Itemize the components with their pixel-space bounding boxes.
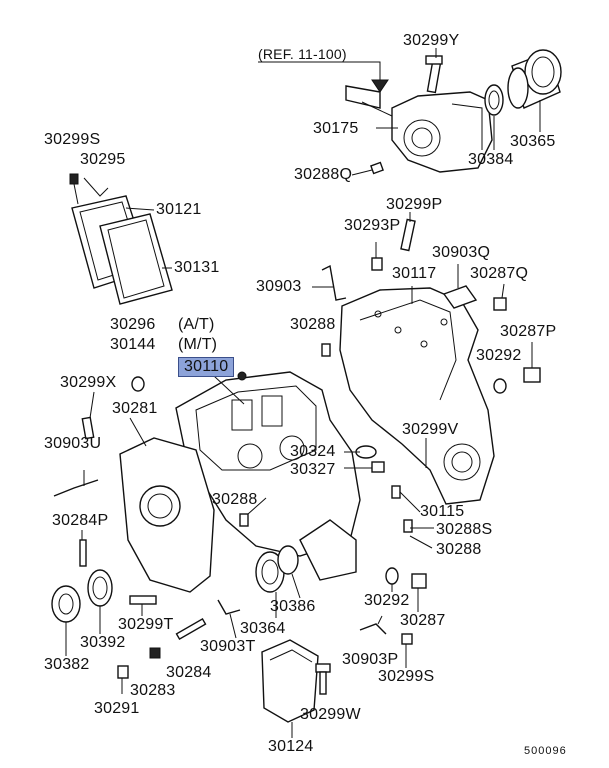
stud-30284 bbox=[175, 617, 207, 641]
plug-30287 bbox=[411, 573, 427, 612]
label-30291: 30291 bbox=[94, 700, 140, 717]
bolt-30299S-top bbox=[69, 173, 79, 205]
label-30384: 30384 bbox=[468, 151, 514, 168]
label-30110: 30110 bbox=[178, 357, 235, 377]
transfer-case-30117 bbox=[339, 286, 495, 505]
label-30287Q: 30287Q bbox=[470, 265, 529, 282]
clip-30293P bbox=[371, 242, 383, 271]
bracket-30903 bbox=[312, 264, 347, 301]
label-30292-low: 30292 bbox=[364, 592, 410, 609]
bracket-30903P bbox=[359, 615, 387, 635]
label-30386: 30386 bbox=[270, 598, 316, 615]
clip-30295 bbox=[83, 177, 109, 197]
label-30299W: 30299W bbox=[300, 706, 361, 723]
gasket-30131 bbox=[99, 213, 173, 305]
label-30144: 30144 bbox=[110, 336, 156, 353]
label-30324: 30324 bbox=[290, 443, 336, 460]
housing-30281 bbox=[119, 417, 215, 593]
label-30365: 30365 bbox=[510, 133, 556, 150]
leader-lines bbox=[247, 438, 434, 549]
bracket-30903U bbox=[53, 470, 99, 497]
label-30903P: 30903P bbox=[342, 651, 399, 668]
nut-30283 bbox=[149, 647, 161, 659]
ref-note: (REF. 11-100) bbox=[258, 46, 347, 62]
label-at: (A/T) bbox=[178, 316, 215, 333]
label-30299P: 30299P bbox=[386, 196, 443, 213]
label-30299Y: 30299Y bbox=[403, 32, 460, 49]
oil-seal-30382 bbox=[51, 585, 81, 656]
label-30284P: 30284P bbox=[52, 512, 109, 529]
bolt-30299W bbox=[315, 663, 331, 695]
label-30292-right: 30292 bbox=[476, 347, 522, 364]
extension-housing-30175 bbox=[345, 85, 493, 176]
label-30287: 30287 bbox=[400, 612, 446, 629]
seal-30144 bbox=[131, 376, 145, 392]
label-30299T: 30299T bbox=[118, 616, 174, 633]
bolt-30299Y bbox=[425, 48, 443, 94]
label-30131: 30131 bbox=[174, 259, 220, 276]
dust-cover-30365 bbox=[507, 49, 562, 132]
ref-pointer bbox=[258, 61, 389, 93]
label-30288Q: 30288Q bbox=[294, 166, 353, 183]
label-mt: (M/T) bbox=[178, 336, 218, 353]
label-30392: 30392 bbox=[80, 634, 126, 651]
label-30124: 30124 bbox=[268, 738, 314, 755]
seal-30384 bbox=[484, 84, 504, 150]
bolt-30299X bbox=[81, 391, 95, 440]
label-30903T: 30903T bbox=[200, 638, 256, 655]
label-30281: 30281 bbox=[112, 400, 158, 417]
bracket-30903Q bbox=[442, 264, 478, 309]
bolt-30299T bbox=[129, 595, 157, 616]
diagram-code: 500096 bbox=[524, 745, 567, 757]
label-30283: 30283 bbox=[130, 682, 176, 699]
label-30288-top: 30288 bbox=[290, 316, 336, 333]
label-30115: 30115 bbox=[420, 503, 465, 520]
bolt-30299S-low bbox=[401, 633, 413, 668]
bolt-30299P bbox=[400, 212, 416, 252]
pin-30288-top bbox=[321, 343, 331, 357]
label-30327: 30327 bbox=[290, 461, 336, 478]
label-30903: 30903 bbox=[256, 278, 302, 295]
label-30117: 30117 bbox=[392, 265, 437, 282]
label-30299X: 30299X bbox=[60, 374, 117, 391]
label-30364: 30364 bbox=[240, 620, 286, 637]
cover-30124 bbox=[261, 639, 319, 738]
label-30287P: 30287P bbox=[500, 323, 557, 340]
shaft-housing bbox=[299, 519, 357, 581]
label-30288S: 30288S bbox=[436, 521, 493, 538]
bracket-30903T bbox=[217, 599, 241, 639]
label-30288-mid: 30288 bbox=[212, 491, 258, 508]
clip-30327 bbox=[371, 461, 385, 473]
label-30299S-low: 30299S bbox=[378, 668, 435, 685]
plug-30287Q bbox=[493, 283, 507, 311]
nut-30291 bbox=[117, 665, 129, 694]
stud-30284P bbox=[79, 530, 87, 567]
seal-30364 bbox=[255, 551, 285, 618]
label-30288-low: 30288 bbox=[436, 541, 482, 558]
ring-30386 bbox=[277, 545, 301, 599]
label-30903Q: 30903Q bbox=[432, 244, 491, 261]
label-30903U: 30903U bbox=[44, 435, 102, 452]
label-30121: 30121 bbox=[156, 201, 202, 218]
label-30295: 30295 bbox=[80, 151, 126, 168]
washer-30292-low bbox=[385, 567, 399, 592]
ring-30392 bbox=[87, 569, 113, 634]
label-30382: 30382 bbox=[44, 656, 90, 673]
label-30175: 30175 bbox=[313, 120, 359, 137]
label-30299V: 30299V bbox=[402, 421, 459, 438]
label-30293P: 30293P bbox=[344, 217, 401, 234]
plug-30287P bbox=[523, 342, 541, 383]
washer-30292-right bbox=[493, 378, 507, 394]
label-30284: 30284 bbox=[166, 664, 212, 681]
label-30299S-top: 30299S bbox=[44, 131, 101, 148]
label-30296: 30296 bbox=[110, 316, 156, 333]
